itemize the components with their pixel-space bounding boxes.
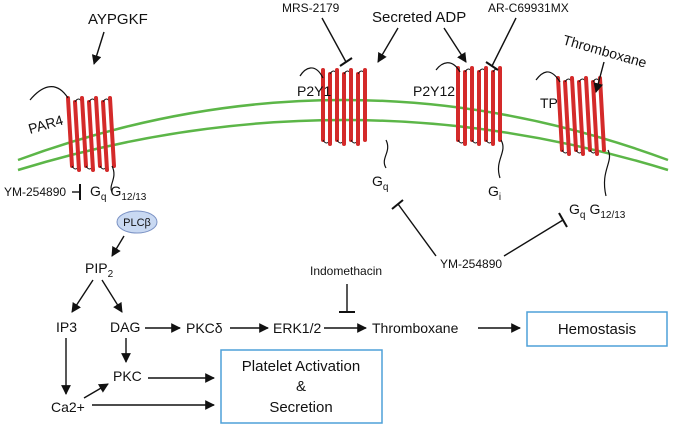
- platelet-activation-box: [220, 349, 383, 424]
- thromboxane-ligand-label: Thromboxane: [561, 32, 649, 71]
- p2y12-receptor: [456, 66, 502, 146]
- p2y12-label: P2Y12: [413, 83, 455, 99]
- transmembrane-helix: [591, 80, 599, 156]
- aypgkf-label: AYPGKF: [88, 11, 148, 28]
- p2y12-g-protein: Gi: [488, 183, 501, 203]
- secreted-adp-label: Secreted ADP: [372, 9, 466, 26]
- ca-to-pkc-arrow: [83, 383, 109, 399]
- pkc-label: PKC: [113, 368, 142, 384]
- ym-to-gq-bar: [391, 199, 404, 210]
- dag-label: DAG: [110, 319, 140, 335]
- plc-to-pip-arrow: [111, 235, 125, 257]
- transmembrane-helix: [598, 76, 606, 152]
- plcb-label: PLCβ: [123, 217, 151, 229]
- hemostasis-label: Hemostasis: [558, 321, 636, 338]
- indomethacin-label: Indomethacin: [310, 264, 382, 278]
- p2y1-n-tail: [299, 67, 324, 79]
- transmembrane-helix: [94, 96, 102, 168]
- adp-arrow-p2y1: [377, 27, 399, 63]
- pip-to-dag-arrow: [101, 279, 123, 313]
- pip2-label: PIP2: [85, 260, 114, 280]
- erk-label: ERK1/2: [273, 320, 321, 336]
- transmembrane-helix: [577, 80, 585, 156]
- pkcd-label: PKCδ: [186, 320, 223, 336]
- adp-arrow-p2y12: [443, 27, 467, 63]
- par4-label: PAR4: [26, 112, 65, 137]
- ar-inhibit-line: [491, 17, 517, 67]
- transmembrane-helix: [101, 100, 109, 172]
- pip-to-ip3-arrow: [71, 279, 94, 313]
- transmembrane-helix: [80, 96, 88, 168]
- ca-label: Ca2+: [51, 399, 85, 415]
- activation-line2: &: [296, 378, 306, 395]
- plcb-ellipse: [116, 210, 158, 234]
- thromboxane-label: Thromboxane: [372, 320, 459, 336]
- transmembrane-helix: [556, 76, 564, 152]
- par4-n-tail: [29, 86, 69, 101]
- mrs-inhibit-line: [321, 17, 347, 63]
- transmembrane-helix: [73, 100, 81, 172]
- ip3-label: IP3: [56, 319, 77, 335]
- aypgkf-arrow: [91, 31, 105, 65]
- ym-bottom-label: YM-254890: [440, 257, 502, 271]
- par4-c-tail: [110, 165, 115, 193]
- tp-n-tail: [535, 71, 561, 83]
- p2y1-c-tail: [383, 139, 389, 169]
- transmembrane-helix: [108, 96, 116, 168]
- transmembrane-helix: [66, 96, 74, 168]
- thromboxane-arrow: [593, 61, 605, 93]
- activation-line1: Platelet Activation: [242, 358, 360, 375]
- ym-left-label: YM-254890: [4, 185, 66, 199]
- p2y12-c-tail: [498, 139, 504, 179]
- hemostasis-box: [526, 311, 668, 347]
- ar-label: AR-C69931MX: [488, 1, 569, 15]
- transmembrane-helix: [87, 100, 95, 172]
- p2y1-label: P2Y1: [297, 83, 331, 99]
- transmembrane-helix: [584, 76, 592, 152]
- tp-c-tail: [604, 149, 610, 197]
- ym-to-tp-bar: [558, 212, 568, 228]
- p2y1-g-protein: Gq: [372, 173, 388, 193]
- ym-to-tp-line: [503, 219, 564, 257]
- tp-label: TP: [540, 95, 558, 111]
- p2y1-receptor: [321, 68, 367, 146]
- ym-to-gq-line: [397, 203, 437, 257]
- p2y12-n-tail: [435, 62, 461, 73]
- tp-receptor: [556, 76, 606, 156]
- par4-receptor: [66, 96, 116, 172]
- ar-inhibit-bar: [485, 61, 499, 71]
- transmembrane-helix: [570, 76, 578, 152]
- mrs-inhibit-bar: [339, 57, 353, 67]
- mrs-label: MRS-2179: [282, 1, 340, 15]
- activation-line3: Secretion: [269, 399, 332, 416]
- transmembrane-helix: [563, 80, 571, 156]
